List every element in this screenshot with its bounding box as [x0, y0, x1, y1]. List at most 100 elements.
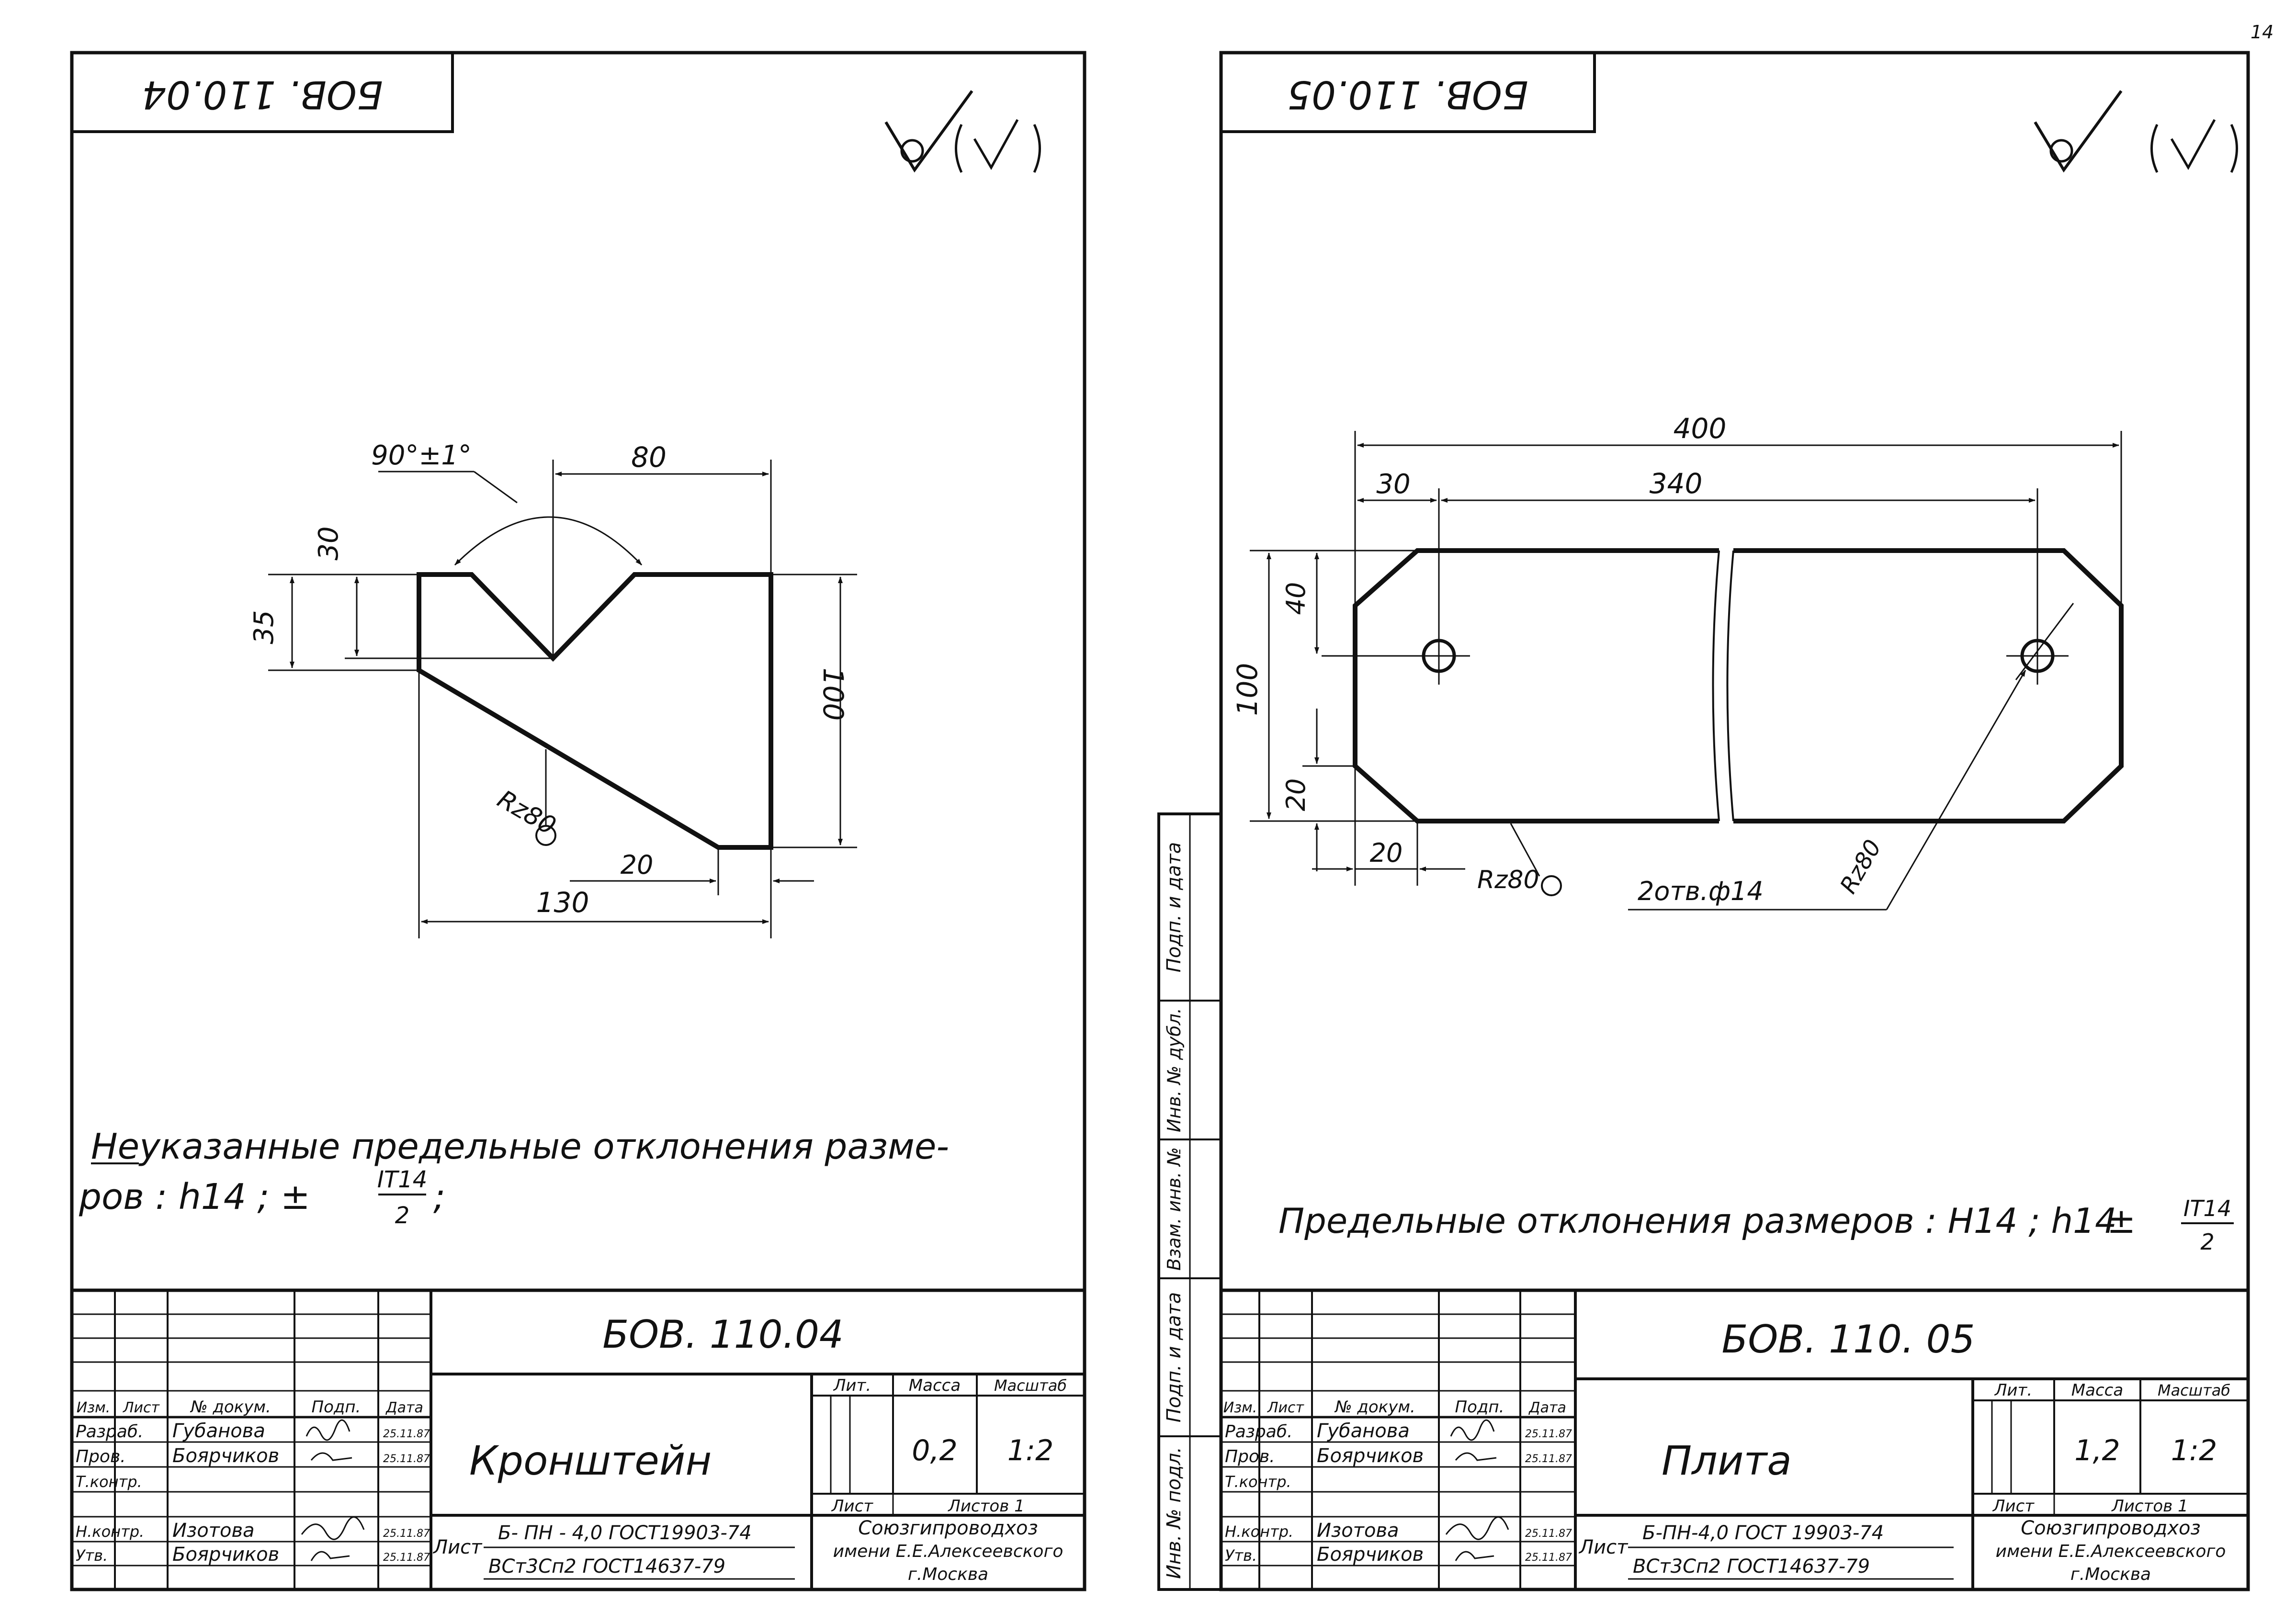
svg-text:Масштаб: Масштаб: [2158, 1381, 2230, 1399]
right-rz-callout-1: Rz80: [1477, 823, 1562, 896]
svg-text:Лист: Лист: [1578, 1536, 1629, 1558]
svg-text:Подп. и дата: Подп. и дата: [1163, 1292, 1185, 1422]
left-stamp-code: БОВ. 110.04: [142, 72, 383, 117]
svg-text:Лист: Лист: [1992, 1497, 2035, 1516]
svg-text:Дата: Дата: [385, 1399, 423, 1416]
dim-35: 35: [249, 574, 417, 671]
svg-text:№ докум.: № докум.: [1334, 1398, 1415, 1417]
svg-text:Подп.: Подп.: [1455, 1398, 1504, 1417]
left-scale: 1:2: [1007, 1434, 1054, 1467]
svg-text:Лист: Лист: [123, 1399, 160, 1416]
svg-text:имени Е.Е.Алексеевского: имени Е.Е.Алексеевского: [833, 1542, 1063, 1561]
dim-30-340: 30 340: [1357, 467, 2036, 503]
svg-text:Лист: Лист: [831, 1497, 873, 1516]
dim-130: 130: [418, 673, 772, 938]
right-mass: 1,2: [2074, 1434, 2120, 1467]
right-stamp-box: [1220, 51, 1596, 133]
svg-text:Rz80: Rz80: [493, 785, 561, 841]
svg-text:25.11.87: 25.11.87: [1525, 1528, 1572, 1540]
right-side-stamp: Подп. и дата Инв. № дубл. Взам. инв. № П…: [1157, 812, 1222, 1591]
svg-text:25.11.87: 25.11.87: [383, 1528, 430, 1540]
svg-text:Лист: Лист: [1267, 1399, 1305, 1416]
left-title-block: Изм. Лист № докум. Подп. Дата Разраб. Гу…: [70, 1288, 1086, 1591]
right-title-name: Плита: [1662, 1437, 1792, 1484]
svg-text:Масштаб: Масштаб: [994, 1376, 1067, 1395]
svg-text:25.11.87: 25.11.87: [1525, 1428, 1572, 1440]
svg-text:20: 20: [1370, 838, 1403, 868]
dim-40: 40: [1281, 552, 1408, 657]
dim-100: 100: [773, 574, 857, 848]
svg-text:Неуказанные предельные отк: Неуказанные предельные отклонения разме-: [91, 1126, 949, 1167]
svg-text:Масса: Масса: [2071, 1381, 2123, 1400]
svg-text:25.11.87: 25.11.87: [1525, 1552, 1572, 1564]
svg-text:Rz80: Rz80: [1477, 866, 1539, 894]
svg-text:25.11.87: 25.11.87: [1525, 1453, 1572, 1465]
svg-text:Предельные отклонения разм: Предельные отклонения размеров : H14 ; h…: [1278, 1201, 2117, 1241]
dim-30: 30: [313, 526, 551, 659]
svg-text:Боярчиков: Боярчиков: [172, 1544, 279, 1566]
svg-text:100: 100: [1231, 663, 1264, 716]
sheet-left: БОВ. 110.04 80 90°±1°: [70, 51, 1086, 1591]
svg-text:Rz80: Rz80: [1835, 835, 1887, 898]
svg-text:Губанова: Губанова: [172, 1420, 265, 1442]
hole-left: [1408, 488, 1470, 685]
left-mass: 0,2: [912, 1434, 957, 1467]
dim-angle: 90°±1°: [371, 440, 643, 566]
sheet-right: БОВ. 110.05: [1157, 51, 2250, 1591]
right-scale: 1:2: [2171, 1434, 2217, 1467]
svg-text:Подп.: Подп.: [312, 1398, 361, 1417]
svg-text:Изм.: Изм.: [1223, 1399, 1257, 1416]
svg-text:Листов 1: Листов 1: [947, 1497, 1024, 1516]
right-roughness-symbol: [2034, 90, 2238, 173]
svg-text:25.11.87: 25.11.87: [383, 1428, 430, 1440]
bracket-outline: [417, 572, 773, 850]
svg-text:ВСт3Сп2 ГОСТ14637-79: ВСт3Сп2 ГОСТ14637-79: [1633, 1555, 1870, 1578]
svg-text:Т.контр.: Т.контр.: [76, 1473, 142, 1491]
svg-text:20: 20: [1281, 778, 1311, 812]
svg-text:Разраб.: Разраб.: [76, 1422, 143, 1442]
svg-text:Боярчиков: Боярчиков: [1317, 1445, 1424, 1467]
svg-text:№ докум.: № докум.: [190, 1398, 271, 1417]
svg-text:IT14: IT14: [377, 1166, 428, 1193]
svg-text:Союзгипроводхоз: Союзгипроводхоз: [2021, 1517, 2201, 1539]
svg-text:90°±1°: 90°±1°: [371, 440, 472, 471]
left-tolerance-note: Неуказанные предельные отклонения разме-…: [79, 1126, 949, 1229]
left-title-name: Кронштейн: [469, 1437, 712, 1484]
left-roughness-symbol: [884, 90, 1041, 173]
svg-text:IT14: IT14: [2183, 1195, 2231, 1221]
right-tolerance-note: Предельные отклонения размеров : H14 ; h…: [1278, 1195, 2234, 1255]
svg-text:2: 2: [2200, 1229, 2214, 1255]
svg-text:Б- ПН - 4,0 ГОСТ19903-74: Б- ПН - 4,0 ГОСТ19903-74: [498, 1522, 752, 1544]
svg-text:Т.контр.: Т.контр.: [1225, 1473, 1291, 1491]
svg-text:30: 30: [1376, 469, 1410, 500]
svg-text:20: 20: [621, 850, 654, 880]
svg-text:Взам. инв. №: Взам. инв. №: [1164, 1147, 1185, 1271]
svg-text:Н.контр.: Н.контр.: [76, 1522, 144, 1541]
plate-right-part: [1733, 548, 2124, 823]
svg-text:30: 30: [313, 526, 344, 560]
svg-text:Лит.: Лит.: [833, 1376, 871, 1395]
svg-text:Пров.: Пров.: [76, 1447, 126, 1466]
svg-text:Разраб.: Разраб.: [1225, 1422, 1292, 1442]
plate-break-left: [1712, 550, 1720, 822]
dim-20-vertical: 20: [1281, 709, 1355, 871]
holes-callout: 2отв.ф14 Rz80: [1628, 670, 2026, 911]
svg-text:Н.контр.: Н.контр.: [1225, 1522, 1293, 1541]
svg-text:Пров.: Пров.: [1225, 1447, 1275, 1466]
right-stamp-code: БОВ. 110.05: [1287, 72, 1528, 117]
right-title-designation: БОВ. 110. 05: [1722, 1317, 1975, 1362]
svg-text:340: 340: [1650, 467, 1703, 500]
svg-text:ров : h14 ; ±: ров : h14 ; ±: [79, 1176, 310, 1217]
svg-text:Листов 1: Листов 1: [2111, 1497, 2188, 1516]
svg-text:25.11.87: 25.11.87: [383, 1552, 430, 1564]
svg-text:Боярчиков: Боярчиков: [1317, 1544, 1424, 1566]
svg-text:80: 80: [631, 441, 667, 473]
svg-text:Утв.: Утв.: [1225, 1546, 1257, 1565]
svg-text:Лист: Лист: [432, 1536, 483, 1558]
svg-text:Подп. и дата: Подп. и дата: [1163, 842, 1185, 972]
svg-text:40: 40: [1281, 582, 1311, 615]
svg-text:Инв. № дубл.: Инв. № дубл.: [1164, 1008, 1185, 1132]
svg-text:Изотова: Изотова: [172, 1520, 255, 1542]
plate-left-part: [1353, 548, 1719, 823]
